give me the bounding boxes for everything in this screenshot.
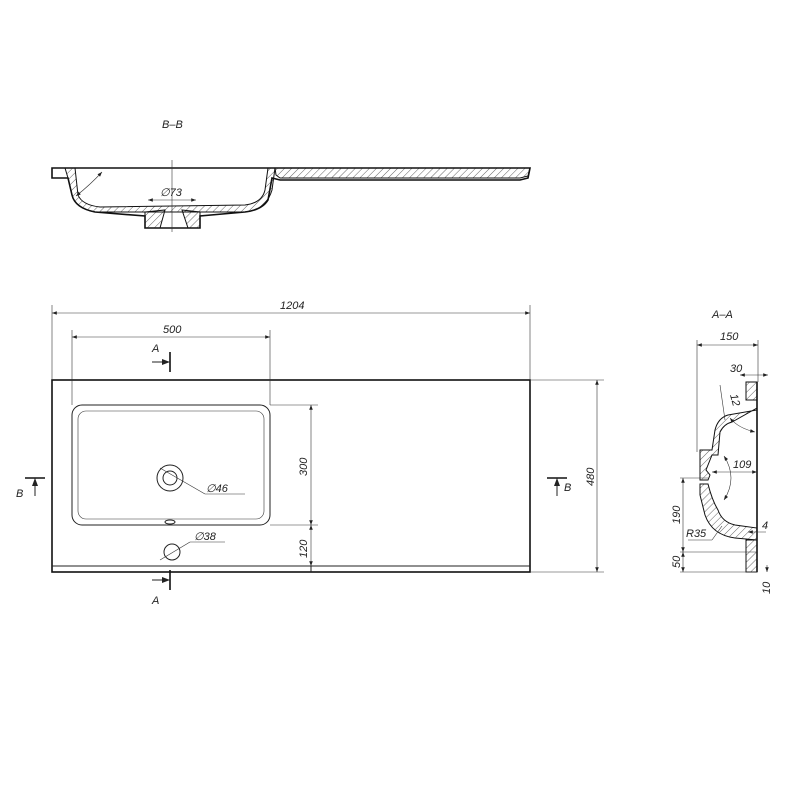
section-aa-back-rim <box>745 381 758 401</box>
aa-depth-label: 150 <box>720 331 739 343</box>
section-aa: A–A 150 30 12 109 190 50 R35 4 10 <box>671 309 773 594</box>
section-aa-bowl-wall <box>699 400 758 481</box>
section-b-right-label: B <box>564 482 571 494</box>
section-aa-title: A–A <box>711 309 733 321</box>
section-b-left-label: B <box>16 488 23 500</box>
aa-front-height-label: 50 <box>671 555 683 568</box>
overflow-hole <box>164 519 176 525</box>
bowl-outline <box>71 404 271 526</box>
aa-bowl-angle-arc <box>723 455 732 501</box>
overall-width-label: 1204 <box>280 300 304 312</box>
drain-leader <box>159 467 206 495</box>
section-bb-bowl-wall-hatch <box>64 167 276 213</box>
countertop-outline <box>51 379 531 573</box>
aa-radius-label: R35 <box>686 528 707 540</box>
bowl-width-label: 500 <box>163 324 182 336</box>
aa-bowl-angle-label: 109 <box>733 459 751 471</box>
section-bb-countertop-hatch <box>274 167 531 179</box>
overall-depth-label: 480 <box>585 467 597 486</box>
tap-hole-leader <box>159 541 191 561</box>
aa-thickness-label: 4 <box>762 520 768 532</box>
aa-wall-angle-arc <box>729 417 756 433</box>
section-bb-drain-hatch <box>144 209 201 229</box>
drain-inner <box>162 470 178 486</box>
section-aa-front-edge <box>745 539 758 573</box>
aa-radius-leader <box>711 525 723 541</box>
bowl-depth-label: 300 <box>298 457 310 476</box>
aa-height-label: 190 <box>671 505 683 524</box>
front-offset-label: 120 <box>298 539 310 558</box>
drain-outer <box>156 464 184 492</box>
section-bb-title: B–B <box>162 119 183 131</box>
tap-hole-diameter-label: ∅38 <box>194 531 217 543</box>
bowl-inner-outline <box>77 410 265 520</box>
section-bb: B–B ∅73 <box>51 119 531 232</box>
aa-edge-label: 10 <box>761 581 773 594</box>
section-a-top-label: A <box>151 343 159 355</box>
section-bb-drain-dim: ∅73 <box>160 187 183 199</box>
section-bb-angle-arc <box>75 171 103 197</box>
drain-diameter-label: ∅46 <box>206 483 229 495</box>
aa-rim-label: 30 <box>730 363 743 375</box>
section-aa-bowl-bottom <box>699 483 758 541</box>
aa-wall-angle-label: 12 <box>727 393 742 408</box>
plan-view: ∅46 ∅38 1204 500 480 300 120 A A B <box>16 300 604 607</box>
section-a-bottom-label: A <box>151 595 159 607</box>
tap-hole <box>163 543 181 561</box>
